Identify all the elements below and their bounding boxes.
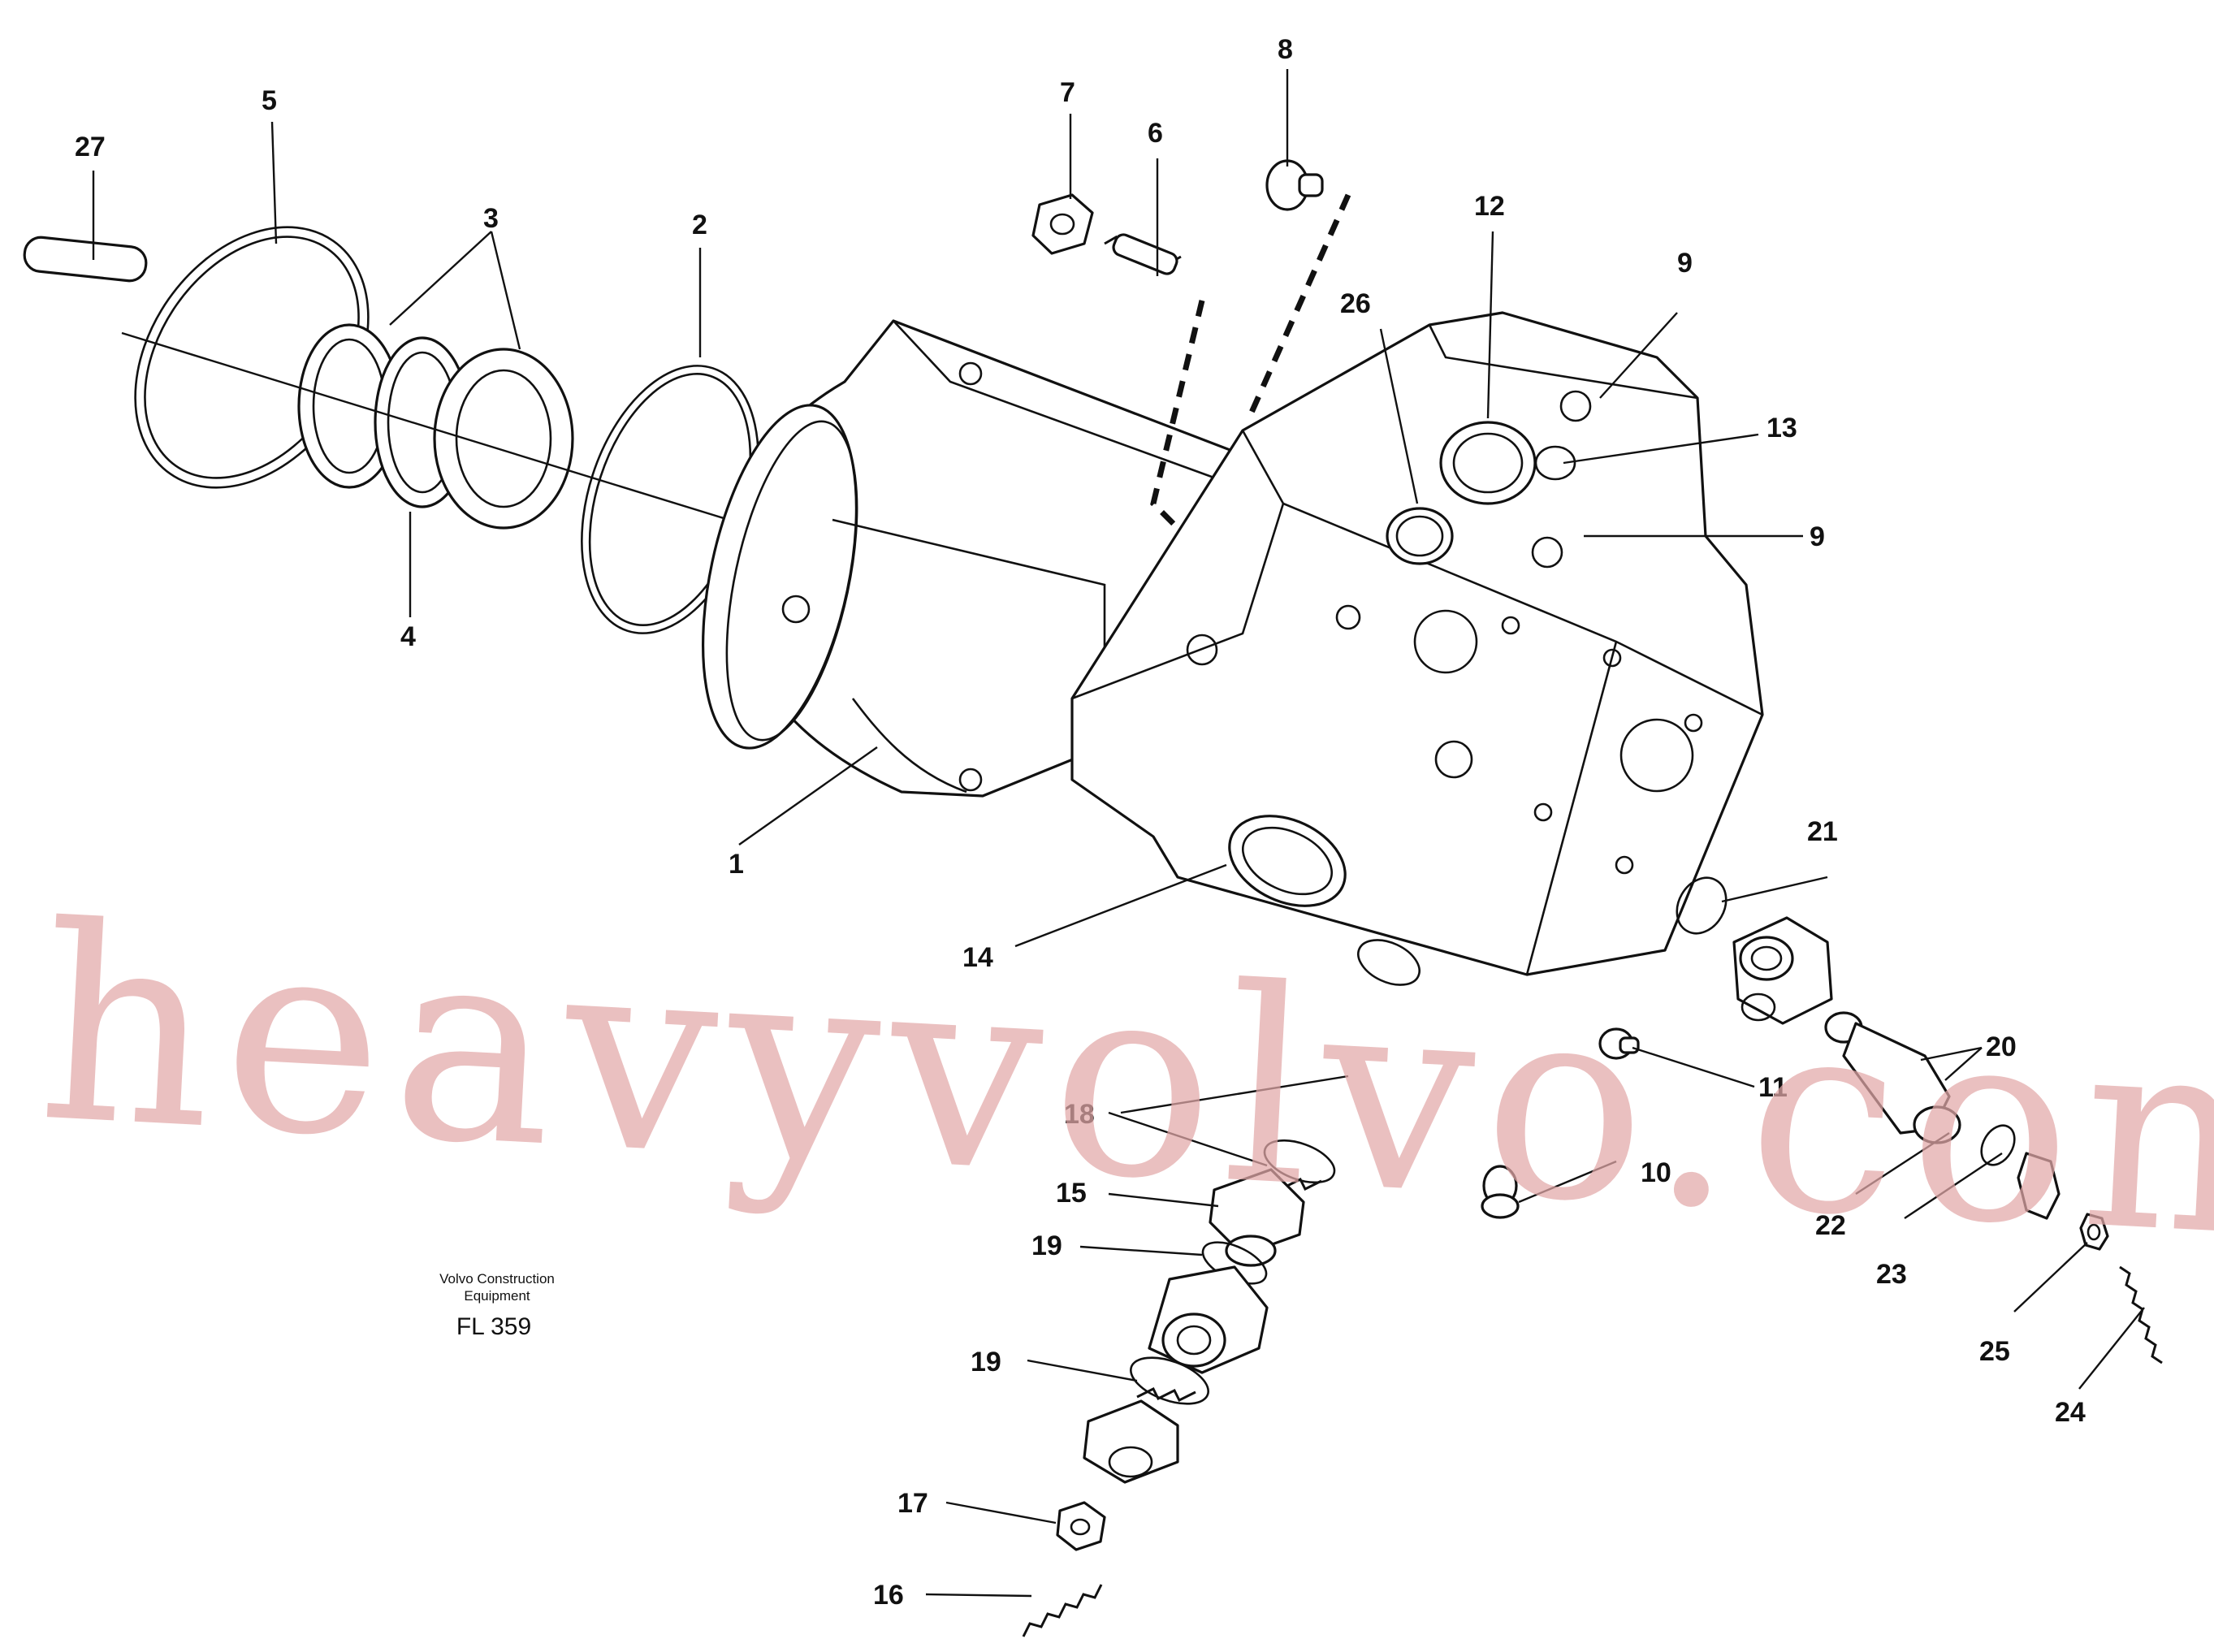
washer-part-19b	[1130, 1356, 1209, 1405]
watermark-text: heavyvolvo.com	[32, 868, 2214, 1300]
diagram-caption: Volvo Construction Equipment FL 359	[439, 1271, 555, 1340]
callout-1: 1	[729, 849, 744, 880]
callout-21: 20	[1986, 1031, 2017, 1062]
callout-6: 6	[1148, 118, 1163, 149]
nut-part-23	[2017, 1152, 2060, 1220]
figure-code: FL 359	[456, 1313, 531, 1340]
plug-part-8	[1265, 159, 1324, 211]
callout-12: 12	[1474, 191, 1505, 222]
leader-lines	[92, 69, 2145, 1598]
plug-part-lower	[1083, 1386, 1196, 1484]
dashed-leader-8	[1248, 193, 1351, 416]
pin-part	[23, 236, 148, 283]
callout-18: 18	[1064, 1099, 1095, 1130]
plug-part-11	[1598, 1027, 1640, 1060]
callout-7: 7	[1060, 77, 1075, 108]
callout-25: 25	[1979, 1336, 2010, 1367]
callout-2: 2	[692, 210, 707, 240]
banjo-part	[1148, 1265, 1269, 1374]
nut-part-7	[1031, 193, 1094, 255]
callout-4: 4	[400, 621, 416, 652]
callout-23: 23	[1876, 1259, 1907, 1290]
callout-27: 27	[75, 132, 106, 162]
callout-19-lower: 19	[971, 1347, 1001, 1377]
callout-22: 21	[1807, 816, 1838, 847]
callout-9-top: 9	[1677, 248, 1693, 279]
callout-10: 10	[1641, 1157, 1671, 1188]
elbow-fitting-part	[1732, 916, 1833, 1025]
valve-block-part	[1070, 311, 1764, 986]
fitting-part-15	[1209, 1168, 1322, 1267]
callout-3: 3	[483, 203, 499, 234]
plug-part-10	[1481, 1165, 1520, 1219]
nut-part-25	[2079, 1213, 2109, 1251]
callout-13: 13	[1766, 413, 1797, 443]
washer-part-22	[1676, 876, 1728, 935]
screw-part-6	[1104, 233, 1182, 275]
callout-11: 11	[1758, 1072, 1788, 1103]
callout-16: 16	[873, 1580, 904, 1611]
callout-5: 5	[262, 85, 277, 116]
washer-part-18	[1263, 1139, 1336, 1184]
callout-24: 24	[2055, 1397, 2086, 1428]
nut-part-17	[1056, 1501, 1106, 1551]
dashed-leader-6	[1150, 300, 1205, 530]
callout-14: 14	[962, 942, 993, 973]
callout-15: 15	[1056, 1178, 1087, 1209]
seal-ring-parts	[297, 323, 574, 530]
callout-9-mid: 9	[1810, 521, 1825, 552]
callout-8: 8	[1278, 34, 1293, 65]
axis-line	[121, 331, 756, 530]
screw-part-24	[2119, 1265, 2163, 1364]
callout-20: 22	[1815, 1210, 1846, 1241]
screw-part-16	[1022, 1584, 1103, 1637]
brand-line-1: Volvo Construction	[439, 1271, 555, 1287]
callout-19-upper: 19	[1031, 1230, 1062, 1261]
callout-26: 26	[1340, 288, 1371, 319]
callout-17: 17	[897, 1488, 928, 1519]
callout-labels: 27 5 3 4 2 1 6 7 8 9 9 12 13 26 14 18 15…	[75, 34, 2086, 1611]
brand-line-2: Equipment	[464, 1288, 530, 1304]
